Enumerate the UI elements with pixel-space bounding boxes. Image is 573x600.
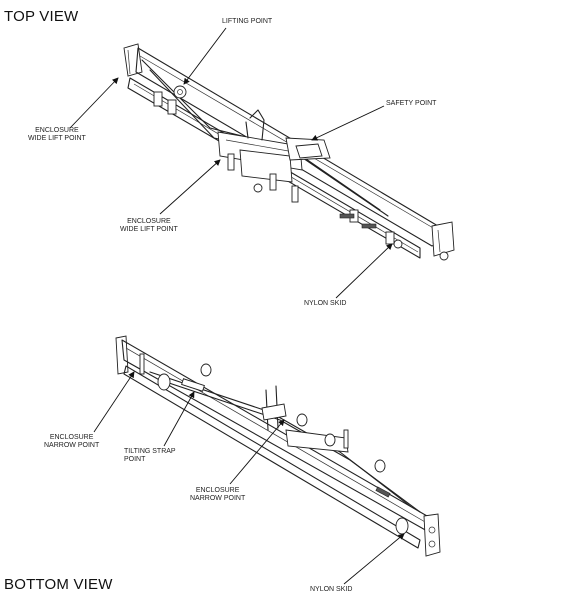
label-enclosure-narrow-point-2: ENCLOSURE NARROW POINT: [190, 487, 246, 502]
label-nylon-skid-bottom: NYLON SKID: [310, 586, 353, 593]
label-lifting-point: LIFTING POINT: [222, 18, 273, 25]
label-tilting-strap-point: TILTING STRAP POINT: [124, 448, 176, 463]
bottom-view-assembly: [115, 335, 441, 557]
top-view-title: TOP VIEW: [4, 8, 79, 25]
label-nylon-skid-top: NYLON SKID: [304, 300, 347, 307]
label-enclosure-wide-lift-point-2: ENCLOSURE WIDE LIFT POINT: [120, 218, 178, 233]
label-enclosure-wide-lift-point-1: ENCLOSURE WIDE LIFT POINT: [28, 127, 86, 142]
top-view-assembly: [123, 43, 455, 261]
label-enclosure-narrow-point-1: ENCLOSURE NARROW POINT: [44, 434, 100, 449]
leader-lines: [69, 27, 405, 585]
bottom-view-title: BOTTOM VIEW: [4, 576, 113, 593]
label-safety-point: SAFETY POINT: [386, 100, 437, 107]
